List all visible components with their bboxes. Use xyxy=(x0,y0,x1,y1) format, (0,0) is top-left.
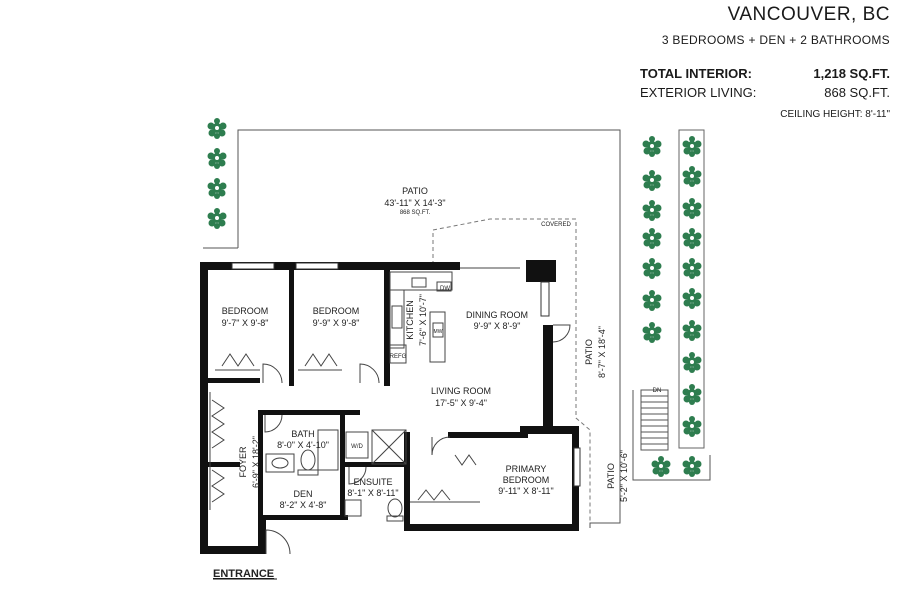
patio-side2-name: PATIO xyxy=(606,463,616,489)
bedroom1-dims: 9'-7" X 9'-8" xyxy=(222,318,269,328)
unit-type: 3 BEDROOMS + DEN + 2 BATHROOMS xyxy=(661,33,890,47)
bedroom1-name: BEDROOM xyxy=(222,306,269,316)
primary-name2: BEDROOM xyxy=(503,475,550,485)
ensuite-name: ENSUITE xyxy=(353,477,392,487)
dining-dims: 9'-9" X 8'-9" xyxy=(474,321,521,331)
dn-label: DN xyxy=(653,388,662,394)
mw-label: MW xyxy=(434,329,443,335)
entrance-label: ENTRANCE xyxy=(213,568,274,580)
left-shrubs-planter xyxy=(207,118,227,229)
bath-dims: 8'-0" X 4'-10" xyxy=(277,440,329,450)
total-interior-value: 1,218 SQ.FT. xyxy=(813,66,890,81)
patio-side1-dims: 8'-7" X 18'-4" xyxy=(597,326,607,378)
ensuite-dims: 8'-1" X 8'-11" xyxy=(347,488,398,498)
living-name: LIVING ROOM xyxy=(431,386,491,396)
closet-doors xyxy=(209,353,480,510)
exterior-living-label: EXTERIOR LIVING: xyxy=(640,85,757,100)
den-dims: 8'-2" X 4'-8" xyxy=(280,500,327,510)
patio-side1-name: PATIO xyxy=(584,339,594,365)
bath-name: BATH xyxy=(291,429,314,439)
total-interior-label: TOTAL INTERIOR: xyxy=(640,66,752,81)
ceiling-height: CEILING HEIGHT: 8'-11" xyxy=(780,109,890,120)
kitchen-fixtures xyxy=(389,271,453,364)
windows xyxy=(231,262,581,487)
location-title: VANCOUVER, BC xyxy=(727,4,890,25)
bedroom2-dims: 9'-9" X 9'-8" xyxy=(313,318,360,328)
right-shrubs-planter xyxy=(642,129,705,477)
den-name: DEN xyxy=(293,489,312,499)
dining-name: DINING ROOM xyxy=(466,310,528,320)
total-interior-row: TOTAL INTERIOR: 1,218 SQ.FT. xyxy=(640,66,890,85)
living-dims: 17'-5" X 9'-4" xyxy=(435,398,487,408)
stairs xyxy=(632,389,711,481)
bedroom2-name: BEDROOM xyxy=(313,306,360,316)
patio-main-name: PATIO xyxy=(402,186,428,196)
room-labels: PATIO 43'-11" X 14'-3" 868 SQ.FT. COVERE… xyxy=(222,186,662,510)
patio-side2-dims: 5'-2" X 10'-6" xyxy=(619,450,629,502)
wd-label: W/D xyxy=(351,444,363,450)
exterior-living-row: EXTERIOR LIVING: 868 SQ.FT. xyxy=(640,85,890,104)
primary-name: PRIMARY xyxy=(506,464,547,474)
refg-label: REFG xyxy=(390,354,407,360)
kitchen-dims: 7'-6" X 10'-7" xyxy=(418,294,428,346)
foyer-dims: 6'-9" X 18'-2" xyxy=(251,436,261,488)
kitchen-name: KITCHEN xyxy=(405,300,415,340)
patio-main-area: 868 SQ.FT. xyxy=(400,210,431,216)
bath-fixtures xyxy=(265,429,407,522)
exterior-living-value: 868 SQ.FT. xyxy=(824,85,890,100)
foyer-name: FOYER xyxy=(238,446,248,478)
doors xyxy=(262,267,571,555)
primary-dims: 9'-11" X 8'-11" xyxy=(498,486,554,496)
area-summary: TOTAL INTERIOR: 1,218 SQ.FT. EXTERIOR LI… xyxy=(640,66,890,104)
covered-area-outline xyxy=(432,218,591,523)
patio-main-dims: 43'-11" X 14'-3" xyxy=(384,198,445,208)
dw-label: DW xyxy=(440,286,450,292)
patio-outline xyxy=(203,129,621,528)
covered-label: COVERED xyxy=(541,222,571,228)
